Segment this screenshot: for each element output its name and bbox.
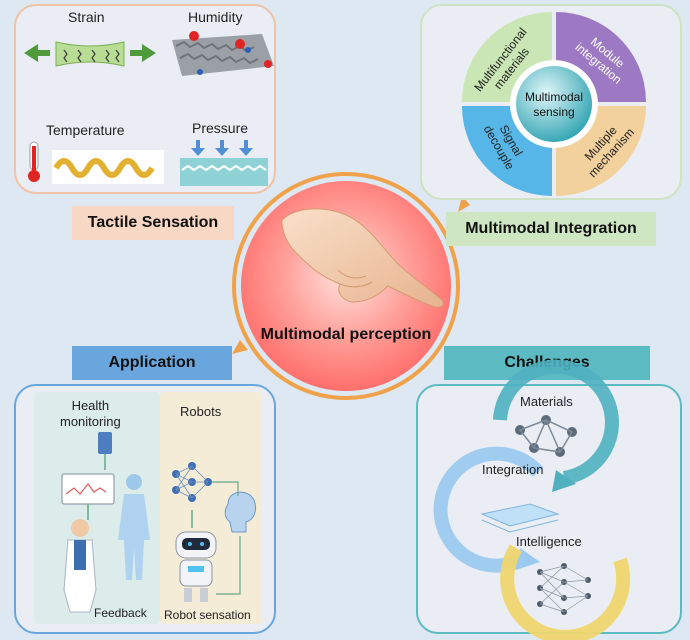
- materials-label: Materials: [520, 394, 573, 409]
- hub-circle: [516, 66, 592, 142]
- robot-feedback-line: [212, 481, 239, 496]
- intelligence-label: Intelligence: [516, 534, 582, 549]
- hand-icon: [281, 208, 444, 308]
- strain-icon: [24, 41, 156, 67]
- robot-sensation-label: Robot sensation: [164, 608, 251, 622]
- robots-label: Robots: [180, 404, 222, 419]
- center-label: Multimodal perception: [260, 326, 432, 343]
- network-intelligence-icon: [537, 563, 591, 615]
- humidity-label: Humidity: [188, 9, 243, 25]
- pressure-icon: [180, 140, 268, 186]
- challenges-panel: [416, 384, 682, 634]
- monitor-screen-icon: [61, 473, 115, 520]
- thermometer-icon: [28, 141, 40, 182]
- multimodal-integration-header: Multimodal Integration: [446, 212, 656, 246]
- feedback-label: Feedback: [94, 606, 147, 620]
- material-molecule-icon: [515, 415, 577, 457]
- tactile-sensation-header: Tactile Sensation: [72, 206, 234, 240]
- humidity-icon: [172, 31, 274, 76]
- materials-arc: [493, 359, 619, 485]
- layered-device-icon: [480, 503, 560, 533]
- ring-arrow-right: [458, 196, 470, 212]
- integration-label: Integration: [482, 462, 544, 477]
- center-orange-ring: [232, 172, 460, 400]
- strain-label: Strain: [68, 9, 105, 25]
- temperature-coil-icon: [52, 150, 164, 184]
- integration-arc: [433, 446, 544, 573]
- brain-head-icon: [224, 491, 257, 533]
- materials-arc-arrow: [552, 470, 576, 492]
- integration-arc-arrow: [516, 548, 540, 570]
- ring-arrow-left: [232, 340, 248, 354]
- pressure-label: Pressure: [192, 120, 249, 136]
- wearable-sensor-icon: [98, 432, 112, 470]
- human-body-icon: [118, 474, 150, 580]
- intelligence-arc: [500, 544, 631, 640]
- neural-network-icon: [172, 462, 212, 502]
- robot-return-line: [216, 536, 241, 595]
- doctor-icon: [63, 519, 97, 613]
- robot-icon: [175, 531, 217, 602]
- application-header: Application: [72, 346, 232, 380]
- hub-label: Multimodal sensing: [524, 90, 584, 119]
- temperature-label: Temperature: [46, 122, 125, 138]
- health-monitoring-label: Health monitoring: [60, 398, 121, 429]
